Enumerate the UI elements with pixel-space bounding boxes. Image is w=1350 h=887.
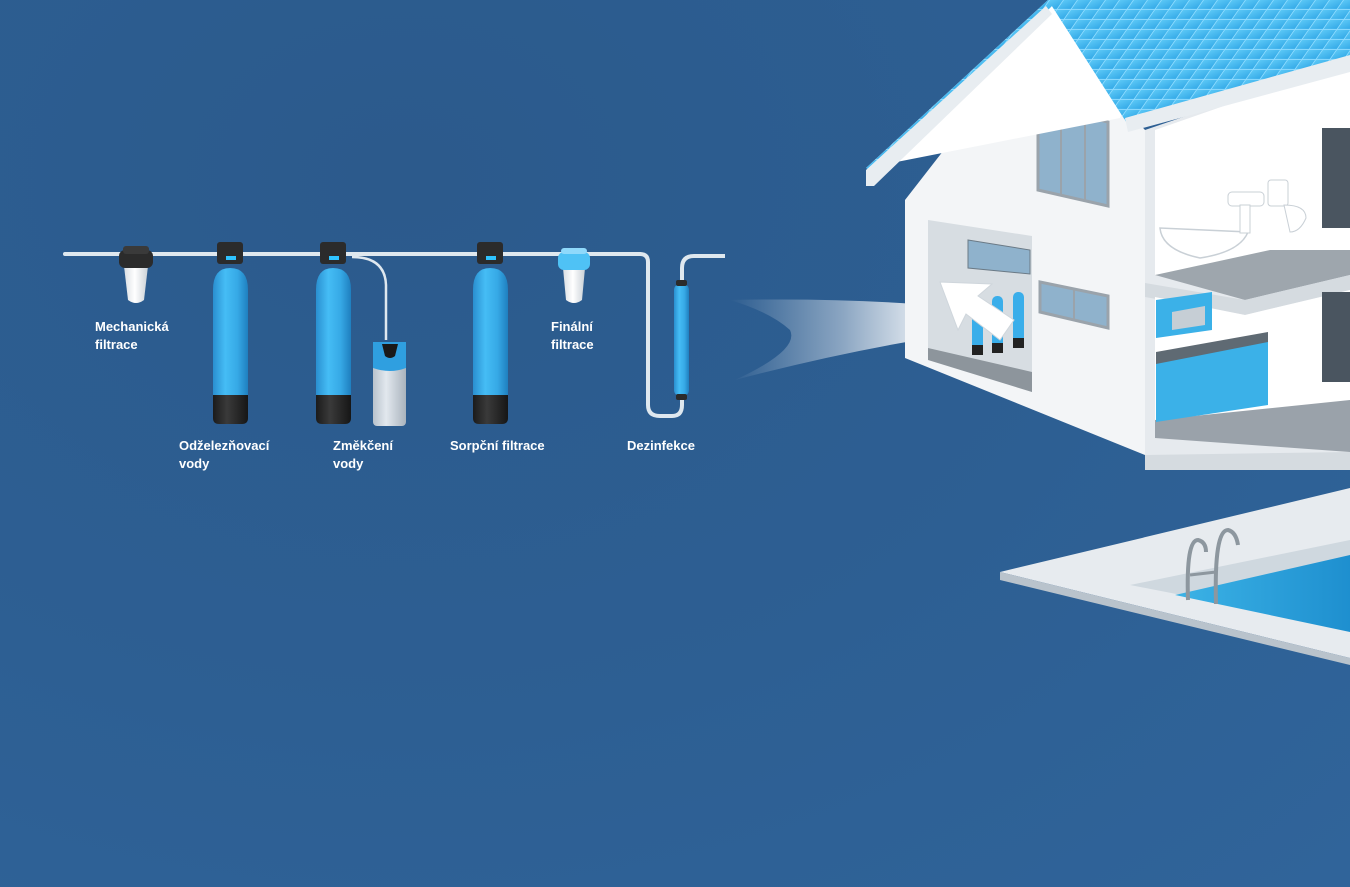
stage-label-line: vody xyxy=(179,456,210,471)
main-pipe xyxy=(63,252,725,418)
stage-label-line: Dezinfekce xyxy=(627,438,695,453)
stage-label-line: vody xyxy=(333,456,364,471)
swimming-pool xyxy=(1000,488,1350,665)
flow-swoosh xyxy=(730,299,918,380)
stage-label-line: filtrace xyxy=(95,337,138,352)
stage-label-line: Odželezňovací xyxy=(179,438,270,453)
stage-label-line: Změkčení xyxy=(333,438,393,453)
stage-label-sorption: Sorpční filtrace xyxy=(450,437,545,455)
stage-label-softening: Změkčení vody xyxy=(333,437,393,473)
stage-label-iron-removal: Odželezňovací vody xyxy=(179,437,269,473)
mechanical-filter xyxy=(119,246,153,303)
stage-label-line: Mechanická xyxy=(95,319,169,334)
stage-label-disinfection: Dezinfekce xyxy=(627,437,695,455)
sorption-tank xyxy=(473,242,508,424)
iron-removal-tank xyxy=(213,242,248,424)
stage-label-line: filtrace xyxy=(551,337,594,352)
uv-lamp xyxy=(674,280,689,400)
stage-label-line: Sorpční filtrace xyxy=(450,438,545,453)
stage-label-line: Finální xyxy=(551,319,593,334)
stage-label-final: Finální filtrace xyxy=(551,318,594,354)
final-filter xyxy=(558,248,590,303)
house-cutaway xyxy=(866,0,1350,470)
stage-label-mechanical: Mechanická filtrace xyxy=(95,318,169,354)
softener-unit xyxy=(316,242,406,426)
arrow-icon xyxy=(939,281,1015,341)
